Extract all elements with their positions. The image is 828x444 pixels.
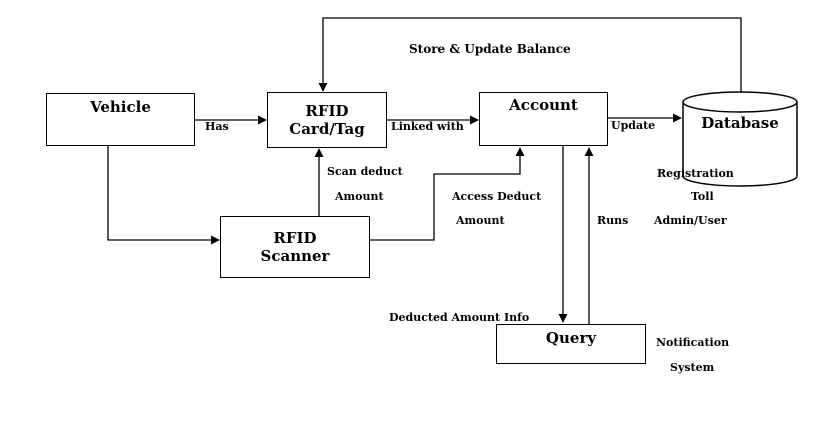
rfid-scanner-node: RFID Scanner xyxy=(220,216,370,278)
edge-database-to-card xyxy=(318,17,742,92)
admin-user-label: Admin/User xyxy=(654,214,727,227)
edge-scanner-to-account xyxy=(370,147,525,241)
database-cylinder xyxy=(682,91,798,187)
linked-with-label: Linked with xyxy=(391,120,464,133)
rfid-card-node: RFID Card/Tag xyxy=(267,92,387,148)
account-node: Account xyxy=(479,92,608,146)
scan-deduct-label: Scan deduct xyxy=(327,165,403,178)
deducted-amount-info-label: Deducted Amount Info xyxy=(389,311,530,324)
registration-label: Registration xyxy=(657,167,734,180)
runs-label: Runs xyxy=(597,214,629,227)
system-label: System xyxy=(670,361,715,374)
rfid-scanner-label: RFID Scanner xyxy=(260,229,330,265)
access-amount-label: Amount xyxy=(456,214,505,227)
vehicle-node: Vehicle xyxy=(46,93,195,146)
query-label: Query xyxy=(545,329,597,347)
database-label: Database xyxy=(701,114,779,132)
toll-label: Toll xyxy=(691,190,714,203)
rfid-card-label: RFID Card/Tag xyxy=(289,102,365,138)
access-deduct-label: Access Deduct xyxy=(452,190,542,203)
store-update-balance-label: Store & Update Balance xyxy=(409,42,571,56)
edge-vehicle-to-scanner xyxy=(107,146,220,245)
query-node: Query xyxy=(496,324,646,364)
account-label: Account xyxy=(509,96,578,114)
scan-amount-label: Amount xyxy=(335,190,384,203)
update-label: Update xyxy=(611,119,656,132)
has-label: Has xyxy=(205,120,229,133)
vehicle-label: Vehicle xyxy=(90,98,151,116)
notification-label: Notification xyxy=(656,336,730,349)
